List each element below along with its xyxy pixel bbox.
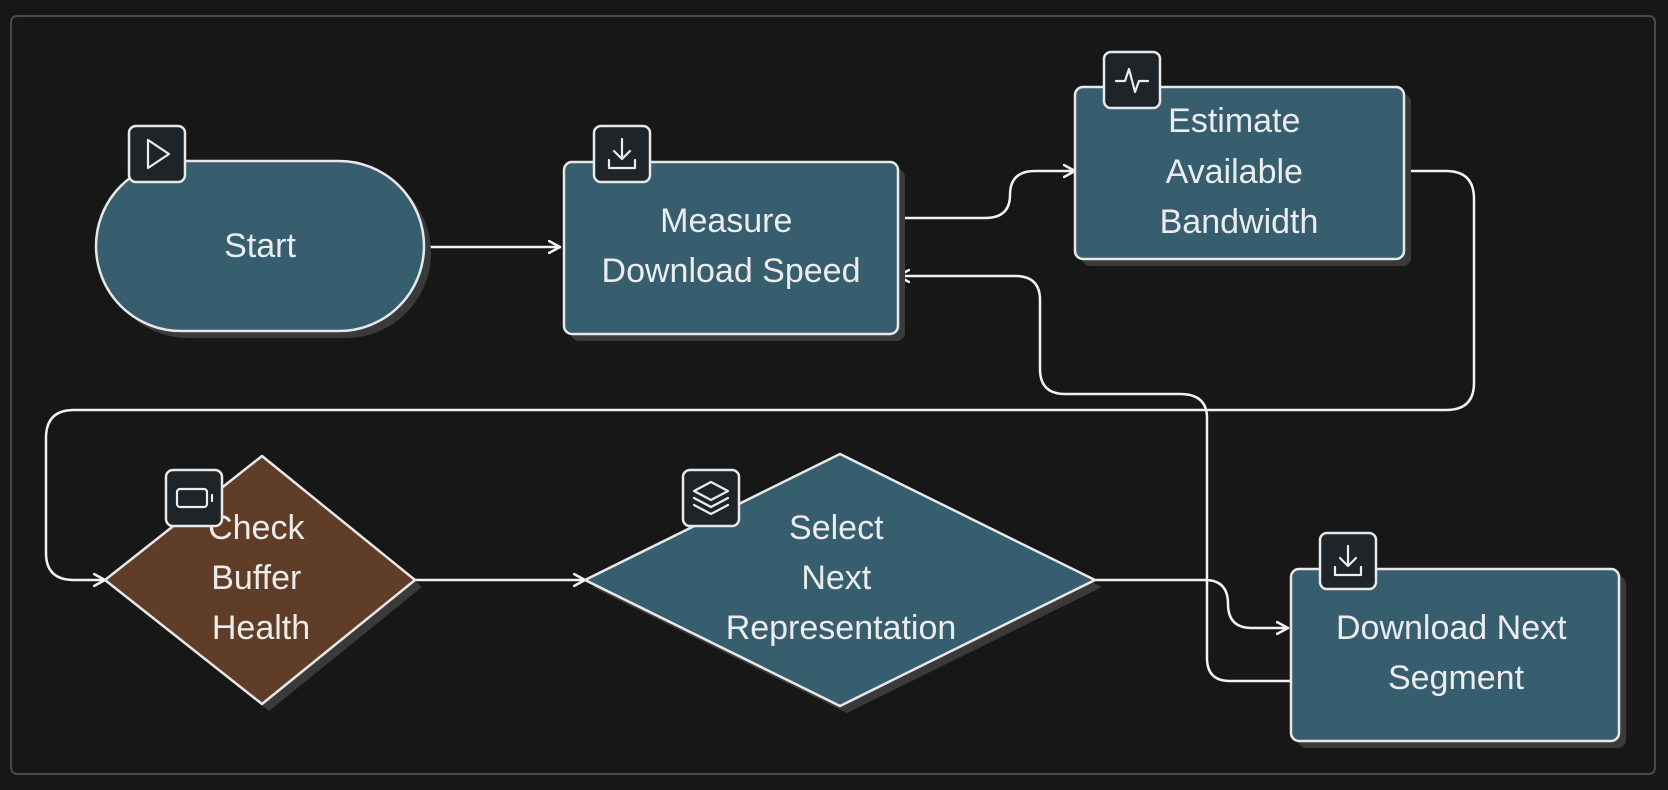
node-estimate-bandwidth[interactable]: Estimate Available Bandwidth bbox=[1073, 85, 1411, 266]
layers-icon bbox=[681, 468, 741, 528]
battery-icon bbox=[164, 468, 224, 528]
node-check-label: Check Buffer Health bbox=[208, 509, 314, 647]
node-download-next-segment[interactable]: Download Next Segment bbox=[1289, 567, 1626, 748]
edge-download-to-measure bbox=[896, 276, 1293, 683]
node-measure-shape bbox=[562, 160, 900, 336]
node-start-label: Start bbox=[224, 227, 296, 265]
node-measure-download-speed[interactable]: Measure Download Speed bbox=[562, 160, 905, 341]
play-icon bbox=[127, 124, 187, 184]
node-estimate-label: Estimate Available Bandwidth bbox=[1160, 102, 1319, 241]
node-measure-label: Measure Download Speed bbox=[602, 202, 861, 290]
edge-measure-to-estimate bbox=[896, 171, 1077, 220]
edges bbox=[44, 169, 1476, 683]
download-icon bbox=[592, 124, 652, 184]
node-check-buffer-health[interactable]: Check Buffer Health bbox=[103, 454, 422, 711]
edge-select-to-download bbox=[1093, 578, 1290, 628]
node-start[interactable]: Start bbox=[94, 159, 431, 338]
node-start-shape bbox=[94, 159, 426, 333]
download-icon bbox=[1318, 531, 1378, 591]
node-check-shape bbox=[103, 454, 417, 706]
node-download-label: Download Next Segment bbox=[1336, 609, 1576, 697]
activity-icon bbox=[1102, 50, 1162, 110]
edge-estimate-to-check bbox=[44, 169, 1476, 580]
node-select-label: Select Next Representation bbox=[726, 509, 957, 647]
node-estimate-shape bbox=[1073, 85, 1406, 261]
node-download-shape bbox=[1289, 567, 1621, 743]
